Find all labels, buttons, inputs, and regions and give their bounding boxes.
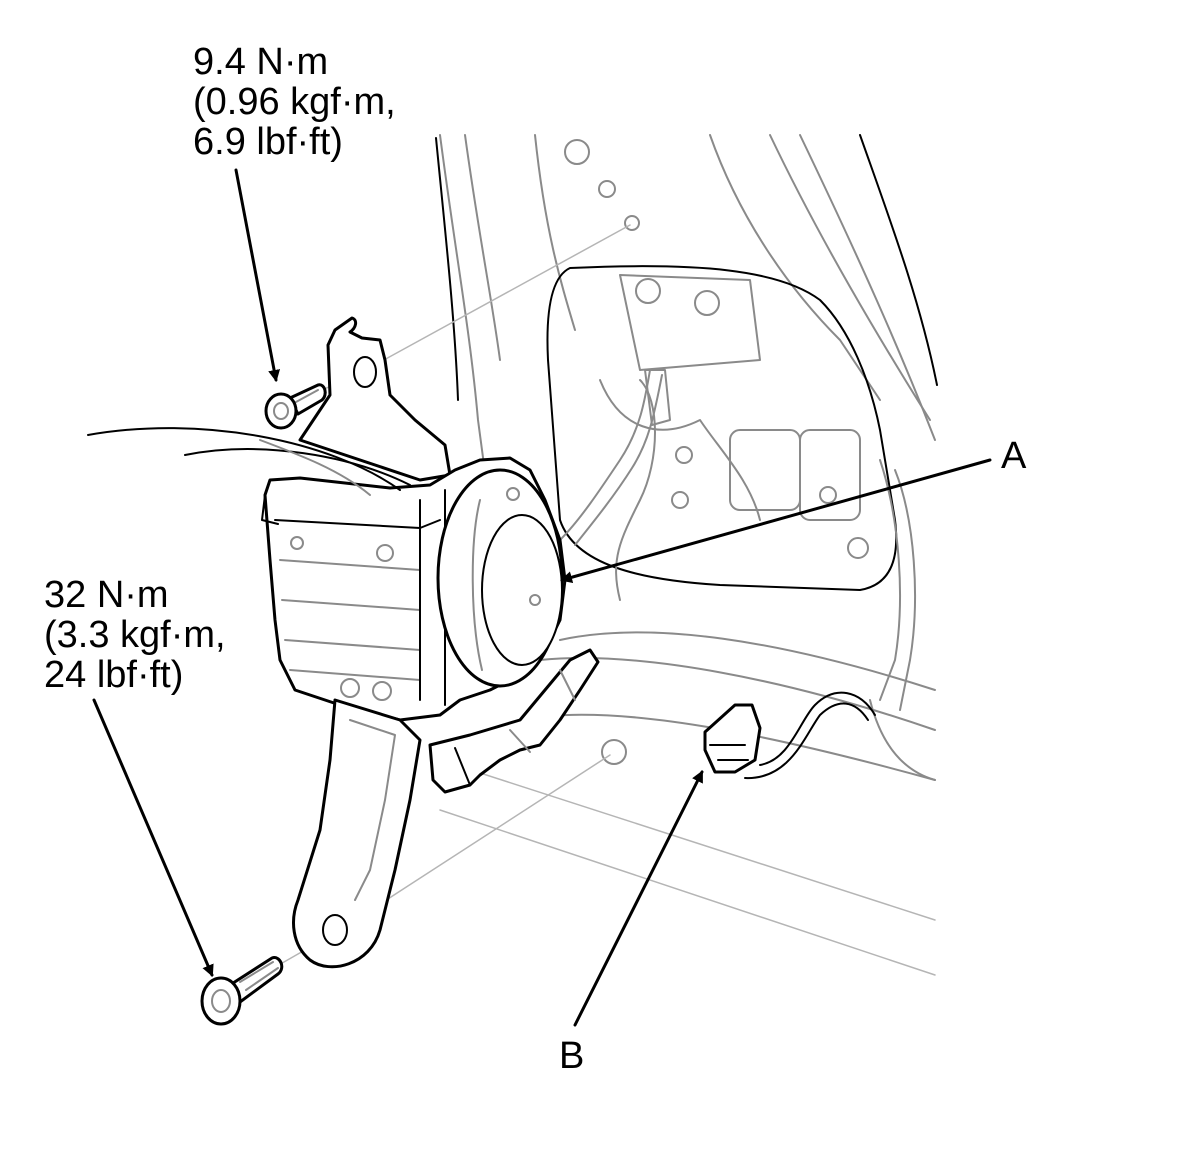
upper-bolt-torque-callout: 9.4 N·m (0.96 kgf·m, 6.9 lbf·ft) — [193, 42, 396, 162]
upper-bolt-torque-lbfft: 6.9 lbf·ft) — [193, 121, 343, 163]
connector-b — [703, 691, 876, 780]
label-a-retractor: A — [1001, 435, 1027, 477]
lower-bolt-torque-callout: 32 N·m (3.3 kgf·m, 24 lbf·ft) — [44, 575, 226, 695]
lower-bolt-torque-lbfft: 24 lbf·ft) — [44, 654, 184, 696]
upper-bolt — [264, 383, 327, 430]
upper-bolt-torque-kgfm: (0.96 kgf·m, — [193, 81, 396, 123]
body-panel — [435, 134, 938, 976]
lower-bolt-leader-arrow — [92, 698, 214, 977]
upper-bolt-torque-nm: 9.4 N·m — [193, 41, 329, 83]
lower-bolt-torque-kgfm: (3.3 kgf·m, — [44, 614, 226, 656]
lower-bolt-torque-nm: 32 N·m — [44, 574, 169, 616]
label-b-connector: B — [559, 1035, 585, 1077]
lower-bolt — [200, 956, 284, 1026]
label-b-leader-arrow — [573, 770, 704, 1027]
seat-belt-retractor — [87, 316, 600, 969]
label-a-leader-arrow — [560, 458, 992, 584]
upper-bolt-leader-arrow — [234, 168, 281, 382]
